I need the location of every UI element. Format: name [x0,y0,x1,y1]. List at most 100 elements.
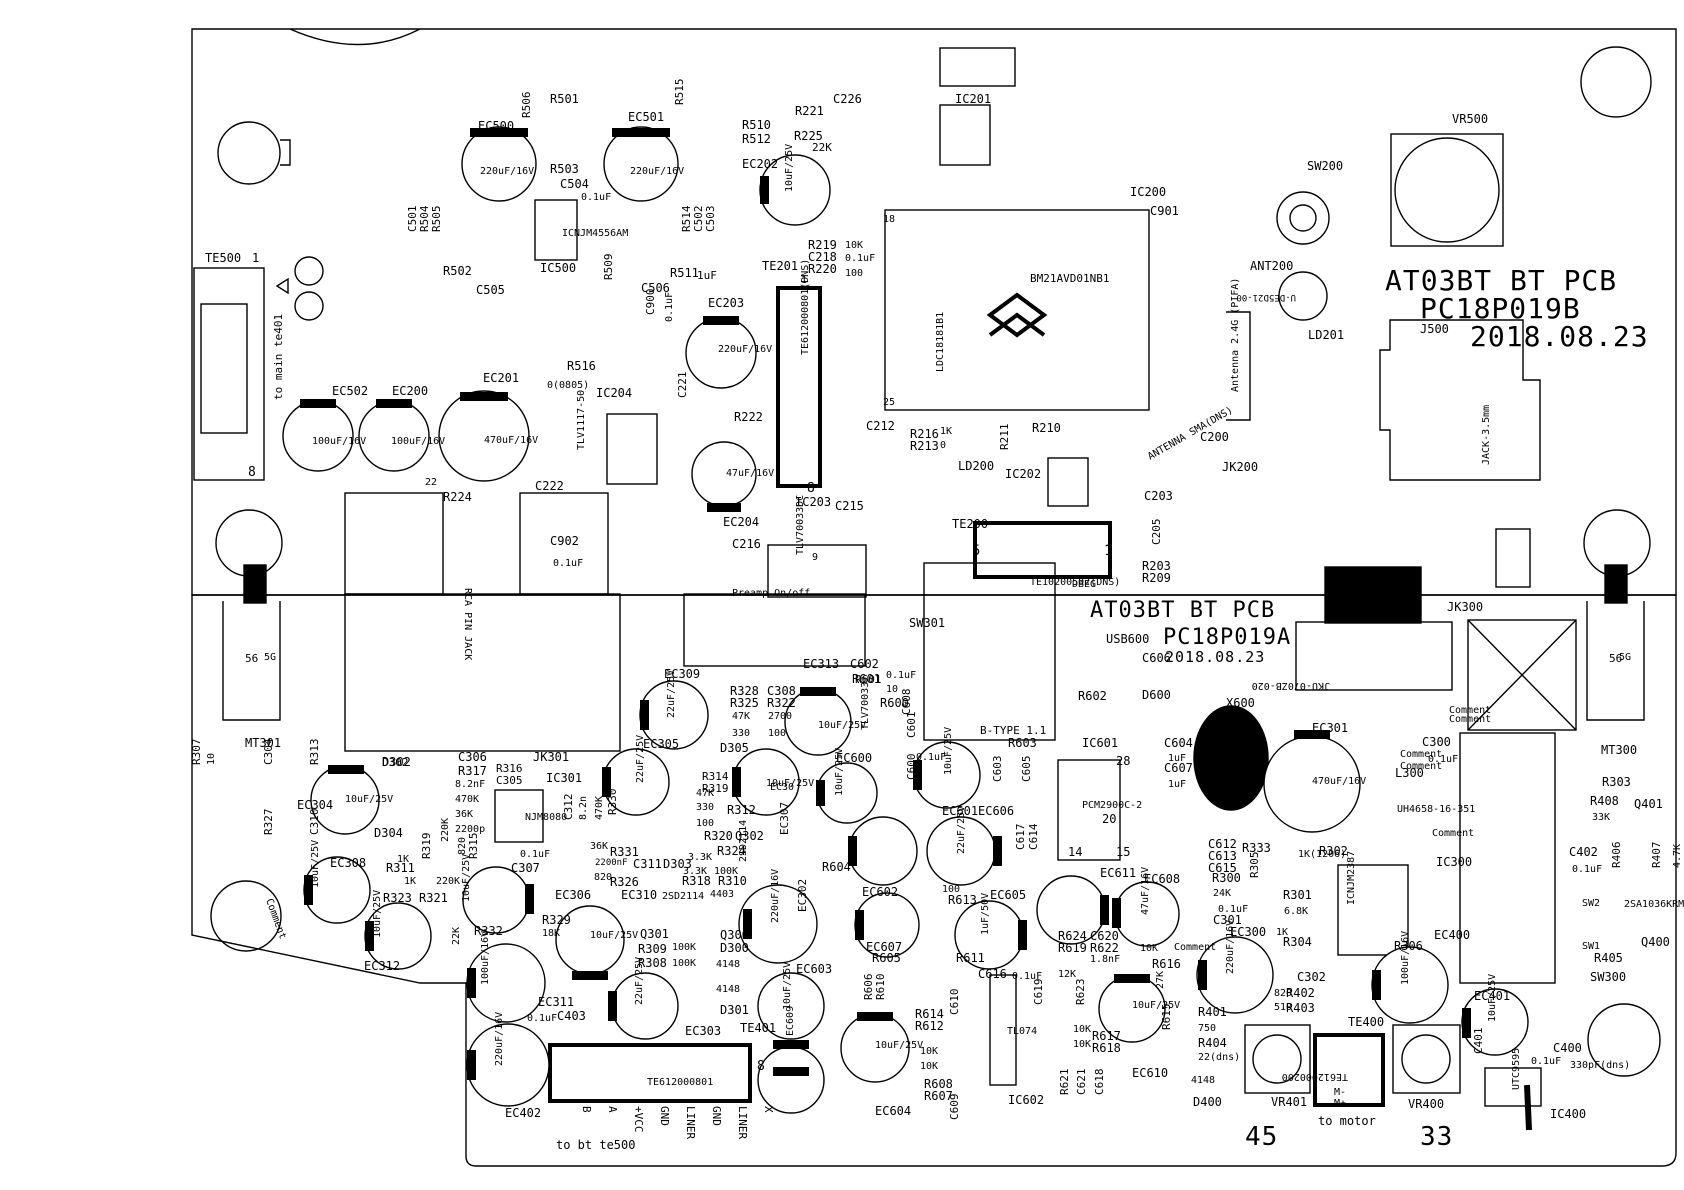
component-label: 1 [252,251,259,265]
component-label: TLV70033 [860,682,871,730]
mount-hole [210,880,282,952]
component-label: R303 [1602,775,1631,789]
component-label: R611 [956,951,985,965]
component-label: R332 [474,924,503,938]
component-label: C603 [991,756,1004,783]
ec603-capacitor [757,972,825,1040]
component-label: R331 [610,845,639,859]
component-label: R405 [1594,951,1623,965]
component-label: 10uF/25V [818,720,866,731]
component-label: C900 [644,289,657,316]
component-label: TE200 [952,517,988,531]
component-label: R514 [680,205,693,232]
component-label: D305 [720,741,749,755]
component-label: 0.1uF [553,558,583,569]
component-label: TE400 [1348,1015,1384,1029]
ic301 [494,789,544,843]
lower-board-title: AT03BT BT PCB [1090,598,1275,623]
te200-connector [973,521,1112,579]
component-label: EC609 [785,1006,796,1036]
component-label: R304 [1283,935,1312,949]
component-label: R503 [550,162,579,176]
ec303-capacitor [611,972,679,1040]
component-label: R310 [718,874,747,888]
component-label: 12K [1058,969,1076,980]
component-label: 1.8nF [1090,954,1120,965]
component-label: C605 [1020,756,1033,783]
component-label: Comment [1449,714,1491,725]
component-label: C307 [511,861,540,875]
component-label: Comment [1432,828,1474,839]
component-label: 10uF/25V [590,930,638,941]
component-label: R329 [542,913,571,927]
component-label: Q302 [735,829,764,843]
component-label: 0.1uF [1428,754,1458,765]
component-label: R316 [496,762,523,775]
component-label: R313 [308,739,321,766]
component-label: EC605 [990,888,1026,902]
component-label: 100 [942,884,960,895]
component-label: C607 [1164,761,1193,775]
component-label: JK301 [533,750,569,764]
component-label: 5G [1619,652,1631,663]
component-label: 0(0805) [547,380,589,391]
component-label: 0 [940,440,946,451]
component-label: USB600 [1106,632,1149,646]
component-label: EC607 [866,940,902,954]
component-label: R319 [702,782,729,795]
component-label: R321 [419,891,448,905]
component-label: JKU-070ZB-020 [1252,680,1330,691]
num-56-left: 56 [245,652,258,665]
component-label: R509 [602,254,615,281]
component-label: R203 [1142,559,1171,573]
component-label: C304 [262,738,275,765]
component-label: J500 [1420,322,1449,336]
component-label: 47uF/16V [726,468,774,479]
component-label: 22K [812,141,832,154]
component-label: 10 [206,753,217,765]
component-label: EC307 [778,802,791,835]
component-label: 4148 [716,984,740,995]
component-label: 22uF/25V [634,957,645,1005]
component-label: R315 [467,833,480,860]
component-label: 2SD2114 [738,820,749,862]
component-label: Comment [1449,705,1491,716]
te401-pin-label: LINER [684,1106,697,1139]
component-label: IC203 [795,495,831,509]
ec402-capacitor [466,1023,550,1107]
antenna-note: Antenna 2.4G (PIFA) [1230,278,1241,392]
component-label: 3.3K [683,866,707,877]
component-label: UH4658-16-351 [1397,804,1475,815]
component-label: 14 [1068,845,1082,859]
component-label: R211 [998,424,1011,451]
component-label: EC600 [836,751,872,765]
component-label: R604 [822,860,851,874]
component-label: R320 [704,829,733,843]
component-label: R612 [915,1019,944,1033]
component-label: R324 [717,844,746,858]
component-label: 8 [248,465,256,480]
component-label: EC310 [621,888,657,902]
component-label: C205 [1150,519,1163,546]
component-label: R302 [1319,844,1348,858]
component-label: SW200 [1307,159,1343,173]
component-label: 0.1uF [1572,864,1602,875]
component-label: ICNJM2387 [1346,851,1357,905]
component-label: R615 [1160,1004,1173,1031]
component-label: 18K [542,928,560,939]
component-label: 1uF/50V [980,893,991,935]
component-label: R623 [1074,979,1087,1006]
component-label: 22(dns) [1198,1052,1240,1063]
component-label: 10 [886,684,898,695]
component-label: LD200 [958,459,994,473]
component-label: C620 [1090,929,1119,943]
component-label: R505 [430,206,443,233]
component-label: C506 [641,281,670,295]
component-label: B-TYPE 1.1 [980,724,1046,737]
component-label: D303 [663,857,692,871]
upper-board-code: PC18P019B [1420,292,1581,325]
component-label: 1K [940,426,952,437]
component-label: EC203 [708,296,744,310]
component-label: R608 [924,1077,953,1091]
component-label: R603 [1008,736,1037,750]
